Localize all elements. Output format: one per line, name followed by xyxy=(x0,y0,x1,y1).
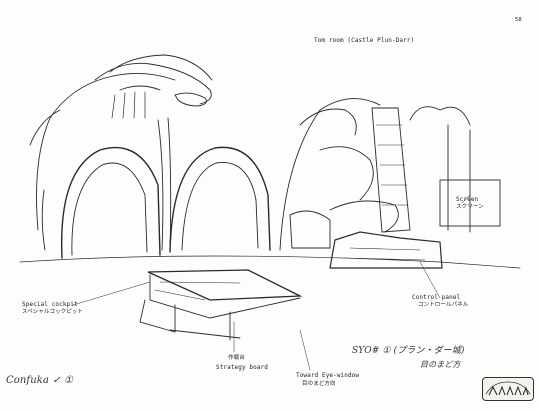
signature-note: Confuka ✓ ① xyxy=(6,375,74,386)
stamp-line-2: 目のまど方 xyxy=(420,360,461,369)
strategy-board-shape xyxy=(147,269,303,301)
control-panel-label-jp: コントロールパネル xyxy=(418,302,469,308)
screen-label-jp: スクリーン xyxy=(456,204,484,210)
page-number: 58 xyxy=(515,17,522,23)
special-cockpit-label-jp: スペシャルコックピット xyxy=(22,309,84,315)
eye-window-label: Toward Eye-window xyxy=(296,372,360,379)
left-arch xyxy=(60,146,161,259)
control-panel-label: Control panel xyxy=(412,294,461,301)
strategy-board-label-jp: 作戦台 xyxy=(228,355,245,361)
screen-label: Screen xyxy=(456,196,479,203)
room-title: Tom room (Castle Plun-Darr) xyxy=(314,37,415,44)
strategy-board-label: Strategy board xyxy=(216,364,268,371)
special-cockpit-label: Special cockpit xyxy=(22,301,78,308)
thundercats-logo xyxy=(482,377,534,401)
logo-art xyxy=(485,381,531,396)
eye-window-label-jp: 目のまど方向 xyxy=(302,381,336,387)
control-panel-shape xyxy=(329,231,443,269)
screen-frame xyxy=(439,179,501,227)
stamp-line-1: SYO# ① (プラン・ダー城) xyxy=(352,346,465,356)
right-arch xyxy=(169,146,271,253)
